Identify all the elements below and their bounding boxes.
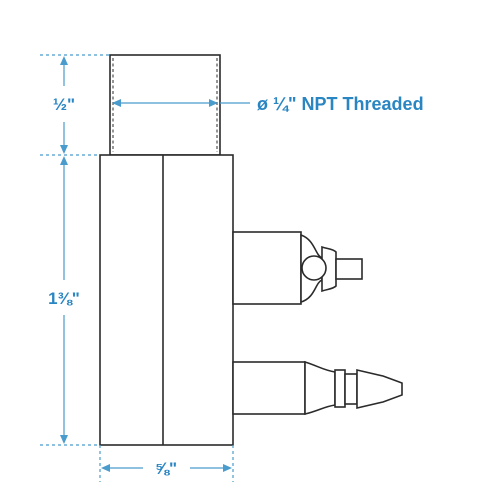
main-body (99, 154, 234, 446)
arrow-up (60, 56, 68, 65)
width-label: ⅝" (155, 459, 177, 478)
upper-fitting-housing (232, 231, 302, 305)
upper-fitting-stub (335, 258, 363, 280)
arrow-left (112, 99, 121, 107)
arrow-up (60, 156, 68, 165)
thread-callout-label: ø ¼" NPT Threaded (257, 94, 424, 114)
upper-side-fitting (232, 231, 363, 305)
upper-fitting-cross-hole (301, 255, 327, 281)
lower-fitting-neck (344, 373, 358, 405)
arrow-down (60, 145, 68, 154)
lower-side-fitting (232, 360, 403, 416)
threaded-pipe (109, 54, 221, 156)
upper-fitting-flange (321, 245, 337, 293)
dimension-body-height: 1⅜" (48, 156, 80, 444)
dimension-top-height: ½" (53, 56, 75, 154)
lower-fitting-ring (334, 369, 346, 408)
thread-callout: ø ¼" NPT Threaded (112, 94, 424, 114)
body-height-label: 1⅜" (48, 289, 80, 308)
top-height-label: ½" (53, 95, 75, 114)
arrow-left (101, 464, 110, 472)
lower-fitting-housing (232, 361, 306, 415)
threaded-section (109, 54, 221, 156)
hose-barb-tip (356, 368, 403, 410)
body-block (99, 154, 234, 446)
arrow-right (209, 99, 218, 107)
arrow-down (60, 435, 68, 444)
arrow-right (223, 464, 232, 472)
dimension-width: ⅝" (99, 445, 234, 482)
lower-fitting-collar (304, 360, 336, 416)
